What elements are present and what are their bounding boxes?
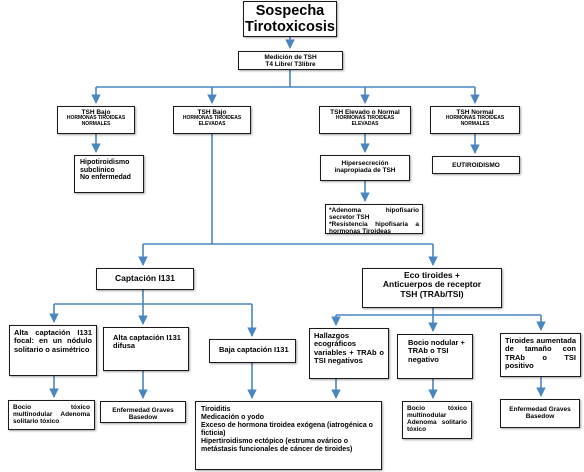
eco-line-1: Eco tiroides + [404, 270, 460, 280]
hipotiroidismo-line-3: No enfermedad [80, 174, 131, 182]
alta-focal-box: Alta captación I131 focal: en un nódulo … [9, 325, 97, 376]
hipotiroidismo-line-2: subclínico [80, 166, 115, 174]
baja-label: Baja captación I131 [219, 345, 289, 354]
eutiroidismo-box: EUTIROIDISMO [432, 156, 520, 174]
hallazgos-label: Hallazgos ecográficos variables + TRAb o… [314, 331, 384, 365]
adenoma-line-1: *Adenoma hipofisario secretor TSH [329, 207, 419, 222]
measurement-line-2: T4 Libre/ T3libre [265, 61, 316, 69]
tiroiditis-line-1: Tiroiditis [201, 406, 231, 413]
graves-2-line-2: Basedow [525, 413, 555, 421]
level1-label: TSH Elevado o Normal [330, 109, 400, 116]
adenoma-box: *Adenoma hipofisario secretor TSH *Resis… [325, 204, 423, 236]
bocio-multinodular-label: Bocio tóxico multinodular Adenoma solita… [13, 404, 90, 426]
tiroides-aumentada-box: Tiroides aumentada de tamaño con TRAb o … [500, 333, 581, 377]
hipotiroidismo-line-1: Hipotiroidismo [80, 159, 130, 166]
title-box: Sospecha Tirotoxicosis [243, 1, 337, 37]
baja-box: Baja captación I131 [209, 339, 296, 363]
eutiroidismo-label: EUTIROIDISMO [452, 162, 500, 169]
level1-sub-2: ELEVADAS [198, 120, 226, 127]
bocio-multinodular-box: Bocio tóxico multinodular Adenoma solita… [8, 400, 95, 430]
graves-2-line-1: Enfermedad Graves [509, 406, 571, 413]
adenoma-line-2: *Resistencia hipofisaria a hormonas Tiro… [329, 221, 419, 236]
hipersecrecion-line-2: inapropiada de TSH [334, 167, 396, 175]
title-line-1: Sospecha [255, 3, 325, 19]
level1-sub-2: NORMALES [460, 120, 490, 127]
graves-1-line-1: Enfermedad Graves [112, 407, 174, 414]
level1-sub-1: HORMONAS TIROIDEAS [335, 115, 395, 122]
eco-box: Eco tiroides + Anticuerpos de receptor T… [362, 268, 502, 308]
level1-label: TSH Bajo [81, 109, 111, 116]
hipotiroidismo-box: Hipotiroidismo subclínico No enfermedad [74, 155, 144, 193]
measurement-box: Medición de TSH T4 Libre/ T3libre [238, 51, 343, 70]
level1-sub-1: HORMONAS TIROIDEAS [182, 115, 242, 122]
alta-difusa-line-1: Alta captación I131 [113, 333, 181, 342]
tiroiditis-box: Tiroiditis Medicación o yodo Exceso de h… [195, 401, 382, 470]
hipersecrecion-box: Hipersecreción inapropiada de TSH [320, 155, 410, 181]
bocio-adenoma-label: Bocio tóxico multinodular Adenoma solita… [407, 405, 467, 434]
graves-box-2: Enfermedad Graves Basedow [500, 399, 580, 428]
hallazgos-box: Hallazgos ecográficos variables + TRAb o… [309, 328, 389, 379]
bocio-nodular-label: Bocio nodular + TRAb o TSI negativo [408, 338, 465, 364]
tiroiditis-line-2: Medicación o yodo [201, 413, 265, 421]
bocio-nodular-box: Bocio nodular + TRAb o TSI negativo [397, 334, 473, 379]
tiroides-aumentada-label: Tiroides aumentada de tamaño con TRAb o … [505, 336, 576, 370]
tiroiditis-line-3: Exceso de hormona tiroidea exógena (iatr… [201, 421, 373, 437]
title-line-2: Tirotoxicosis [245, 18, 335, 35]
level1-sub-2: NORMALES [81, 120, 111, 127]
tsh-elevado-box: TSH Elevado o Normal HORMONAS TIROIDEAS … [319, 106, 411, 134]
eco-line-2: Anticuerpos de receptor [382, 279, 482, 290]
alta-difusa-box: Alta captación I131 difusa [103, 327, 189, 371]
tsh-bajo-elevadas-box: TSH Bajo HORMONAS TIROIDEAS ELEVADAS [173, 106, 251, 134]
captacion-box: Captación I131 [96, 268, 194, 290]
graves-box-1: Enfermedad Graves Basedow [100, 401, 186, 423]
level1-sub-1: HORMONAS TIROIDEAS [445, 115, 505, 122]
level1-sub-2: ELEVADAS [351, 120, 379, 127]
eco-line-3: TSH (TRAb/TSI) [400, 288, 464, 299]
tsh-normal-box: TSH Normal HORMONAS TIROIDEAS NORMALES [430, 106, 520, 134]
captacion-label: Captación I131 [115, 273, 175, 283]
level1-sub-1: HORMONAS TIROIDEAS [66, 115, 126, 122]
alta-focal-label: Alta captación I131 focal: en un nódulo … [14, 328, 92, 354]
alta-difusa-line-2: difusa [113, 341, 136, 351]
level1-label: TSH Normal [456, 109, 494, 116]
graves-1-line-2: Basedow [128, 414, 158, 422]
hipersecrecion-line-1: Hipersecreción [341, 160, 389, 167]
tiroiditis-line-4: Hipertiroidismo ectópico (estruma ováric… [201, 437, 353, 453]
measurement-line-1: Medición de TSH [264, 54, 317, 61]
bocio-adenoma-box: Bocio tóxico multinodular Adenoma solita… [402, 401, 472, 439]
tsh-bajo-normales-box: TSH Bajo HORMONAS TIROIDEAS NORMALES [57, 106, 135, 134]
level1-label: TSH Bajo [197, 109, 227, 116]
